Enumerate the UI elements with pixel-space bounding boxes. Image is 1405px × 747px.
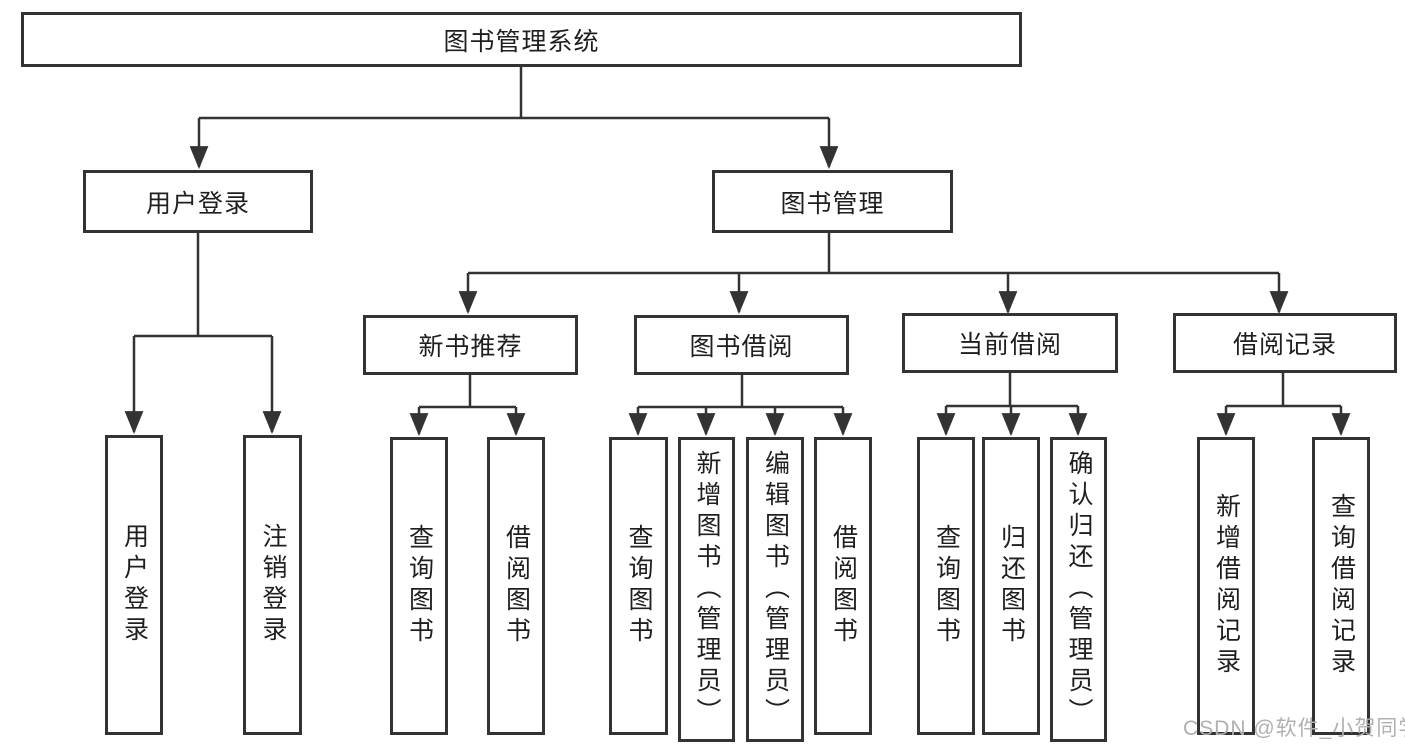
csdn-watermark: CSDN @软件_小贺同学 — [1183, 717, 1405, 740]
leaf-recommend-query-books: 查询图书 — [390, 437, 448, 735]
node-new-book-recommend-label: 新书推荐 — [418, 333, 523, 361]
node-current-borrow: 当前借阅 — [902, 313, 1118, 373]
leaf-borrow-query-books-label: 查询图书 — [625, 524, 653, 648]
leaf-user-login: 用户登录 — [105, 435, 163, 735]
leaf-edit-books-admin: 编辑图书（管理员） — [746, 437, 804, 742]
leaf-recommend-query-books-label: 查询图书 — [405, 524, 434, 648]
leaf-borrow-books-label: 借阅图书 — [829, 524, 858, 648]
leaf-add-books-admin: 新增图书（管理员） — [678, 437, 735, 742]
leaf-recommend-borrow-books: 借阅图书 — [487, 437, 545, 735]
node-user-login: 用户登录 — [83, 170, 313, 233]
node-current-borrow-label: 当前借阅 — [957, 331, 1062, 359]
leaf-confirm-return-admin-label: 确认归还（管理员） — [1065, 450, 1093, 729]
leaf-borrow-books: 借阅图书 — [814, 437, 872, 735]
leaf-current-query-books-label: 查询图书 — [932, 524, 961, 648]
leaf-add-books-admin-label: 新增图书（管理员） — [693, 450, 721, 729]
leaf-edit-books-admin-label: 编辑图书（管理员） — [761, 450, 790, 729]
leaf-user-login-label: 用户登录 — [120, 523, 149, 647]
node-borrow-records: 借阅记录 — [1173, 313, 1397, 373]
node-book-borrow: 图书借阅 — [634, 315, 849, 375]
leaf-add-borrow-record: 新增借阅记录 — [1197, 437, 1255, 735]
node-new-book-recommend: 新书推荐 — [363, 315, 578, 375]
leaf-add-borrow-record-label: 新增借阅记录 — [1212, 493, 1241, 679]
node-book-borrow-label: 图书借阅 — [689, 333, 794, 361]
leaf-recommend-borrow-books-label: 借阅图书 — [502, 524, 531, 648]
leaf-query-borrow-record-label: 查询借阅记录 — [1327, 493, 1356, 679]
leaf-confirm-return-admin: 确认归还（管理员） — [1050, 437, 1107, 742]
node-book-management: 图书管理 — [712, 170, 953, 233]
leaf-query-borrow-record: 查询借阅记录 — [1312, 437, 1370, 735]
node-user-login-label: 用户登录 — [145, 189, 250, 218]
node-book-management-label: 图书管理 — [780, 189, 885, 218]
leaf-logout-label: 注销登录 — [259, 523, 287, 647]
leaf-borrow-query-books: 查询图书 — [609, 437, 668, 735]
leaf-logout: 注销登录 — [243, 435, 302, 735]
leaf-return-books: 归还图书 — [982, 437, 1040, 735]
node-root-label: 图书管理系统 — [443, 27, 600, 56]
leaf-current-query-books: 查询图书 — [917, 437, 975, 735]
node-borrow-records-label: 借阅记录 — [1232, 331, 1337, 359]
node-root: 图书管理系统 — [21, 12, 1022, 67]
leaf-return-books-label: 归还图书 — [997, 524, 1026, 648]
